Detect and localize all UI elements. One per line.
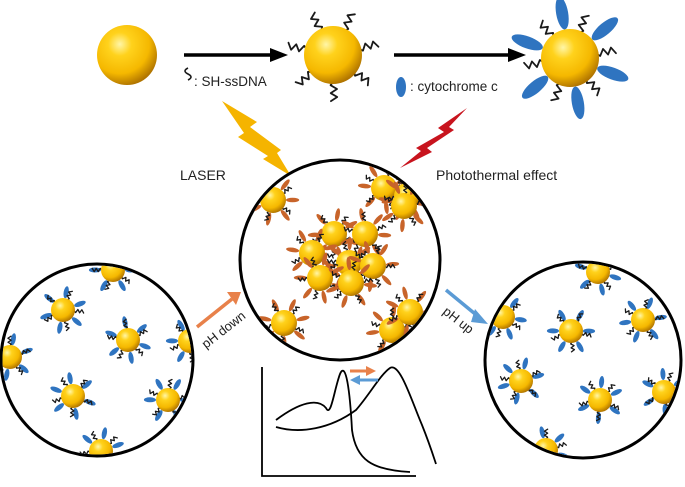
inset-axes — [261, 367, 416, 477]
cytochrome-legend-icon — [396, 77, 406, 97]
laser-lightning-bolt-icon — [222, 101, 291, 176]
synthesis-arrow-2 — [394, 48, 526, 62]
aggregated-state-circle — [238, 158, 442, 362]
photothermal-lightning-bolt-icon — [400, 108, 467, 168]
gold-nanoparticle — [88, 265, 138, 292]
gold-nanoparticle — [78, 427, 124, 455]
cytochrome-dna-nanoparticle — [511, 0, 629, 120]
gold-nanoparticle — [105, 316, 151, 364]
cytochrome-legend-label: : cytochrome c — [410, 79, 498, 94]
gold-nanoparticle — [497, 357, 545, 405]
dispersed-state-left-circle — [0, 262, 195, 458]
gold-nanoparticle — [619, 297, 667, 343]
dispersed-state-right-circle — [483, 260, 683, 460]
gold-nanoparticle — [50, 372, 96, 420]
photothermal-label: Photothermal effect — [436, 167, 557, 183]
red-shift-arrow — [350, 366, 376, 376]
dispersed-spectrum-curve — [275, 369, 411, 473]
blue-shift-arrow — [350, 375, 378, 385]
laser-label: LASER — [180, 167, 226, 183]
gold-nanoparticle — [326, 256, 378, 308]
bare-gold-nanoparticle — [97, 25, 157, 85]
gold-nanoparticle — [378, 181, 430, 233]
dna-coated-nanoparticle — [287, 11, 380, 103]
ph-down-arrow — [195, 292, 241, 329]
gold-nanoparticle — [385, 286, 437, 338]
ph-up-label: pH up — [440, 304, 477, 337]
ssdna-legend-label: : SH-ssDNA — [194, 74, 267, 89]
ph-down-label: pH down — [199, 308, 249, 351]
gold-nanoparticle — [293, 252, 344, 304]
gold-nanoparticle — [40, 286, 86, 334]
gold-nanoparticle — [574, 263, 622, 296]
absorption-spectrum-inset — [261, 366, 437, 477]
ph-up-arrow — [444, 288, 488, 324]
synthesis-arrow-1 — [184, 48, 288, 62]
dna-coated-gold-particle — [287, 11, 380, 103]
gold-nanoparticle — [2, 333, 33, 381]
aggregated-spectrum-curve — [275, 366, 437, 465]
ssdna-legend-strand — [184, 67, 192, 81]
gold-nanoparticle — [546, 309, 596, 353]
cytochrome-coated-gold-particle — [511, 0, 629, 120]
gold-nanoparticle — [578, 375, 622, 425]
